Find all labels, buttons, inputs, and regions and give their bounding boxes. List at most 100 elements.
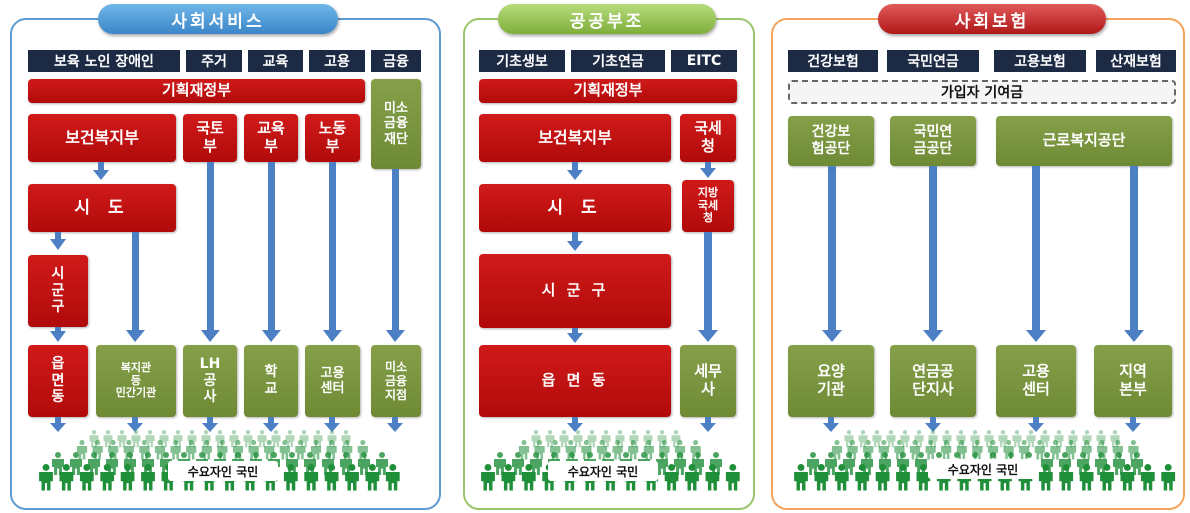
sigungu-box: 시 군 구 <box>28 255 88 327</box>
person-icon <box>100 464 115 491</box>
ministry-of-land: 국토 부 <box>183 114 237 162</box>
microfinance-branch-box: 미소 금융 지점 <box>371 345 421 417</box>
person-icon <box>1113 452 1125 475</box>
person-icon <box>1095 452 1107 475</box>
person-icon <box>106 452 118 475</box>
person-icon <box>59 464 74 491</box>
person-icon <box>271 430 281 448</box>
person-icon <box>39 464 53 491</box>
person-icon <box>243 430 253 448</box>
person-icon <box>925 440 936 460</box>
tax-office-box: 세무 사 <box>680 345 736 417</box>
header-national-pension: 국민연금 <box>887 50 979 72</box>
person-icon <box>358 452 370 475</box>
person-icon <box>900 430 910 448</box>
person-icon <box>117 430 127 448</box>
person-icon <box>587 430 597 448</box>
person-icon <box>145 430 155 448</box>
person-icon <box>872 430 882 448</box>
person-icon <box>909 440 921 460</box>
person-icon <box>685 464 699 491</box>
person-icon <box>861 452 873 475</box>
person-icon <box>573 430 583 448</box>
person-icon <box>710 452 722 475</box>
person-icon <box>481 464 495 491</box>
person-icon <box>295 440 306 460</box>
person-icon <box>283 464 298 491</box>
person-icon <box>521 464 536 491</box>
person-icon <box>512 452 524 475</box>
person-icon <box>834 464 849 491</box>
person-icon <box>916 464 931 491</box>
national-tax-service: 국세 청 <box>680 114 736 162</box>
eupmyeondong-box-pa: 읍 면 동 <box>479 345 671 417</box>
person-icon <box>794 464 808 491</box>
header-employment: 고용 <box>309 50 365 72</box>
person-icon <box>1131 452 1143 475</box>
header-basic-livelihood: 기초생보 <box>479 50 565 72</box>
header-finance: 금융 <box>371 50 421 72</box>
person-icon <box>612 440 623 460</box>
person-icon <box>141 464 155 491</box>
person-icon <box>628 440 639 460</box>
ministry-of-education: 교육 부 <box>244 114 298 162</box>
citizens-label-public-assistance: 수요자인 국민 <box>548 461 658 481</box>
person-icon <box>322 452 334 475</box>
person-icon <box>1040 430 1050 448</box>
sigungu-box-pa: 시 군 구 <box>479 254 671 328</box>
person-icon <box>501 464 516 491</box>
citizens-label-social-services: 수요자인 국민 <box>168 461 278 481</box>
header-basic-pension: 기초연금 <box>571 50 665 72</box>
person-icon <box>559 430 569 448</box>
person-icon <box>70 452 82 475</box>
person-icon <box>545 430 555 448</box>
citizens-label-social-insurance: 수요자인 국민 <box>928 459 1038 479</box>
person-icon <box>825 452 837 475</box>
person-icon <box>279 440 290 460</box>
sido-box: 시 도 <box>28 184 176 232</box>
lh-corporation-box: LH 공 사 <box>183 345 237 417</box>
person-icon <box>1026 430 1036 448</box>
welfare-center-private-box: 복지관 등 민간기관 <box>96 345 176 417</box>
person-icon <box>692 452 704 475</box>
person-icon <box>76 440 88 460</box>
eupmyeondong-box: 읍 면 동 <box>28 345 88 417</box>
person-icon <box>896 464 910 491</box>
header-education: 교육 <box>248 50 303 72</box>
person-icon <box>1079 464 1094 491</box>
person-icon <box>1161 464 1176 491</box>
person-icon <box>324 464 339 491</box>
person-icon <box>120 464 135 491</box>
person-icon <box>385 464 400 491</box>
person-icon <box>664 464 679 491</box>
nhis-box: 건강보 험공단 <box>788 116 874 166</box>
sido-box-pa: 시 도 <box>479 184 671 232</box>
person-icon <box>831 440 843 460</box>
person-icon <box>365 464 380 491</box>
comwel-box: 근로복지공단 <box>996 116 1172 166</box>
person-icon <box>875 464 890 491</box>
microfinance-foundation: 미소 금융 재단 <box>371 79 421 169</box>
long-term-care-institution-box: 요양 기관 <box>788 345 874 417</box>
subscriber-contribution: 가입자 기여금 <box>788 80 1176 104</box>
person-icon <box>88 452 100 475</box>
nps-box: 국민연 금공단 <box>890 116 976 166</box>
person-icon <box>310 440 322 460</box>
employment-center-box-si: 고용 센터 <box>996 345 1076 417</box>
header-industrial-accident-insurance: 산재보험 <box>1096 50 1176 72</box>
person-icon <box>814 464 829 491</box>
person-icon <box>998 430 1008 448</box>
person-icon <box>656 452 668 475</box>
ministry-of-health-and-welfare-pa: 보건복지부 <box>479 114 671 162</box>
person-icon <box>1038 464 1053 491</box>
person-icon <box>1012 430 1022 448</box>
person-icon <box>154 440 166 460</box>
pension-branch-box: 연금공 단지사 <box>890 345 976 417</box>
person-icon <box>1077 452 1089 475</box>
person-icon <box>340 452 352 475</box>
person-icon <box>1065 440 1077 460</box>
person-icon <box>1120 464 1135 491</box>
public-assistance-title: 공공부조 <box>498 4 716 34</box>
